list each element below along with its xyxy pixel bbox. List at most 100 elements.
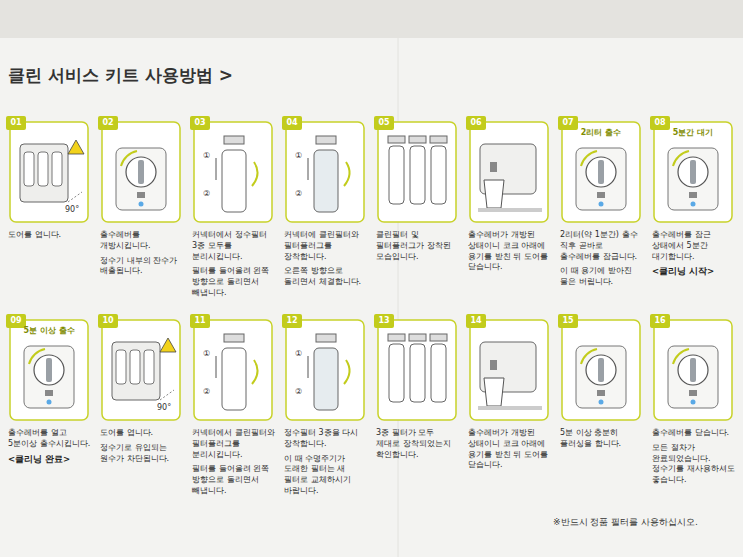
lever-handle bbox=[598, 358, 604, 382]
spout bbox=[45, 390, 53, 396]
step-panel: 10도어를 엽니다.정수기로 유입되는 원수가 차단됩니다. bbox=[98, 314, 184, 468]
step-frame bbox=[194, 122, 272, 222]
base bbox=[478, 208, 542, 212]
callout-label: ① bbox=[294, 152, 303, 161]
step-frame bbox=[10, 320, 88, 420]
step-frame bbox=[378, 122, 456, 222]
purifier-front bbox=[668, 346, 718, 408]
step-description: 3종 필터가 모두 제대로 장착되었는지 확인합니다. bbox=[376, 428, 460, 460]
purifier-body bbox=[112, 342, 160, 400]
filter-cartridge bbox=[410, 344, 425, 402]
rotate-arrow bbox=[581, 151, 597, 166]
spout bbox=[490, 360, 497, 370]
step-number: 07 bbox=[558, 116, 578, 130]
turn-arrow bbox=[252, 162, 258, 186]
door-swing bbox=[68, 192, 82, 202]
step-frame bbox=[286, 122, 364, 222]
lever-dial bbox=[34, 355, 64, 385]
footnote: ※반드시 정품 필터를 사용하십시오. bbox=[552, 518, 699, 528]
page-title: 클린 서비스 키트 사용방법 > bbox=[8, 64, 233, 87]
step-description: 이 때 용기에 받아진 물은 버립니다. bbox=[560, 266, 644, 288]
step-frame bbox=[10, 122, 88, 222]
step-panel: 12정수필터 3종을 다시 장착합니다.이 때 수명주기가 도래한 필터는 새 … bbox=[282, 314, 368, 501]
step-description: 정수기로 유입되는 원수가 차단됩니다. bbox=[100, 443, 184, 465]
step-description: 출수레버를 열고 5분이상 출수시킵니다. bbox=[8, 428, 92, 450]
step-frame bbox=[654, 320, 732, 420]
connector bbox=[224, 334, 244, 342]
rotate-arrow bbox=[673, 151, 689, 166]
step-frame bbox=[102, 320, 180, 420]
step-panel: 14출수레버가 개방된 상태이니 코크 아래에 용기를 받친 뒤 도어를 닫습니… bbox=[466, 314, 552, 475]
connector bbox=[409, 136, 426, 143]
step-description: 출수레버가 개방된 상태이니 코크 아래에 용기를 받친 뒤 도어를 닫습니다. bbox=[468, 428, 552, 471]
filter-slot bbox=[52, 152, 62, 186]
step-number: 05 bbox=[374, 116, 394, 130]
spout bbox=[597, 192, 605, 198]
step-description: 필터를 들어올려 왼쪽 방향으로 돌리면서 빼냅니다. bbox=[192, 464, 276, 496]
step-frame bbox=[194, 320, 272, 420]
callout-label: ② bbox=[294, 190, 303, 199]
spout bbox=[490, 162, 497, 172]
step-frame bbox=[470, 320, 548, 420]
step-panel: 095분 이상 출수출수레버를 열고 5분이상 출수시킵니다.<클리닝 완료> bbox=[6, 314, 92, 469]
water-drop bbox=[691, 202, 696, 207]
step-description: 출수레버를 닫습니다. bbox=[652, 428, 736, 439]
filter-cartridge bbox=[222, 150, 246, 212]
cup bbox=[484, 378, 504, 406]
step-frame bbox=[378, 320, 456, 420]
callout-label: ① bbox=[202, 350, 211, 359]
filter-cartridge bbox=[222, 348, 246, 410]
purifier-front bbox=[24, 346, 74, 408]
filter-slot bbox=[38, 152, 48, 186]
step-number: 16 bbox=[650, 314, 670, 328]
step-description: 출수레버를 개방시킵니다. bbox=[100, 230, 184, 252]
rotate-arrow bbox=[121, 151, 137, 166]
step-panel: 11커넥터에서 클린필터와 필터플러그를 분리시킵니다.필터를 들어올려 왼쪽 … bbox=[190, 314, 276, 501]
connector bbox=[388, 136, 405, 143]
step-description: 정수기 내부의 잔수가 배출됩니다. bbox=[100, 256, 184, 278]
lift-arrow bbox=[216, 356, 217, 378]
step-number: 13 bbox=[374, 314, 394, 328]
lever-dial bbox=[678, 355, 708, 385]
step-description: 도어를 엽니다. bbox=[8, 230, 92, 241]
filter-cartridge bbox=[314, 348, 338, 410]
spout bbox=[689, 192, 697, 198]
door-swing bbox=[160, 390, 174, 400]
box-top-band bbox=[0, 0, 743, 38]
phase-note: <클리닝 완료> bbox=[8, 454, 92, 465]
lever-handle bbox=[598, 160, 604, 184]
filter-cartridge bbox=[431, 344, 446, 402]
step-panel: 072리터 출수2리터(약 1분간) 출수 직후 곧바로 출수레버를 잠급니다.… bbox=[558, 116, 644, 292]
purifier-front bbox=[116, 148, 166, 210]
step-description: 모든 절차가 완료되었습니다. 정수기를 재사용하셔도 좋습니다. bbox=[652, 443, 736, 486]
step-number: 08 bbox=[650, 116, 670, 130]
connector bbox=[409, 334, 426, 341]
warning-sign bbox=[68, 140, 84, 154]
callout-label: ① bbox=[294, 350, 303, 359]
purifier-front bbox=[576, 346, 626, 408]
step-panel: 13 3종 필터가 모두 제대로 장착되었는지 확인합니다. bbox=[374, 314, 460, 464]
step-panel: 085분간 대기출수레버를 잠근 상태에서 5분간 대기합니다.<클리닝 시작> bbox=[650, 116, 736, 282]
filter-cartridge bbox=[389, 146, 404, 204]
filter-slot bbox=[144, 350, 154, 384]
step-panel: 16 출수레버를 닫습니다. 모든 절차가 완료되었습니다. 정수기를 재사용하셔도… bbox=[650, 314, 736, 490]
step-panel: 06출수레버가 개방된 상태이니 코크 아래에 용기를 받친 뒤 도어를 닫습니… bbox=[466, 116, 552, 277]
filter-slot bbox=[116, 350, 126, 384]
step-frame bbox=[654, 122, 732, 222]
step-description: 출수레버가 개방된 상태이니 코크 아래에 용기를 받친 뒤 도어를 닫습니다. bbox=[468, 230, 552, 273]
step-description: 이 때 수명주기가 도래한 필터는 새 필터로 교체하시기 바랍니다. bbox=[284, 454, 368, 497]
turn-arrow bbox=[344, 360, 350, 384]
step-panel: 01도어를 엽니다. bbox=[6, 116, 92, 245]
lever-handle bbox=[690, 160, 696, 184]
step-description: 2리터(약 1분간) 출수 직후 곧바로 출수레버를 잠급니다. bbox=[560, 230, 644, 262]
water-drop bbox=[599, 400, 604, 405]
box-seam bbox=[398, 38, 399, 557]
filter-cartridge bbox=[410, 146, 425, 204]
purifier-front bbox=[668, 148, 718, 210]
phase-note: <클리닝 시작> bbox=[652, 266, 736, 277]
lift-arrow bbox=[216, 158, 217, 180]
turn-arrow bbox=[344, 162, 350, 186]
step-frame bbox=[102, 122, 180, 222]
step-frame bbox=[562, 122, 640, 222]
callout-label: ② bbox=[294, 388, 303, 397]
